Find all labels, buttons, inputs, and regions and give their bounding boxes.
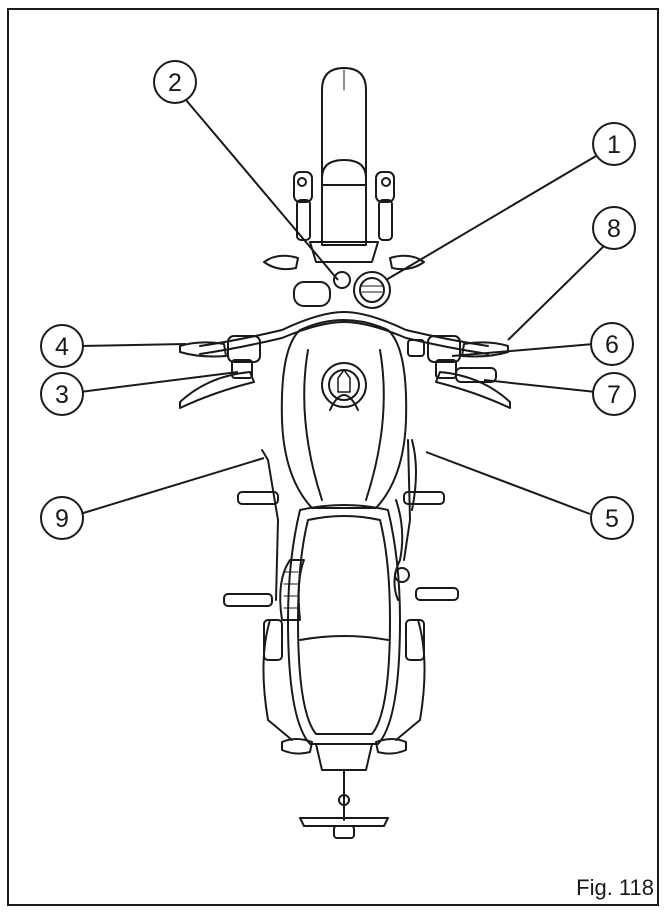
- callout-8-label: 8: [607, 215, 621, 243]
- callout-3-circle: [40, 372, 84, 416]
- callout-1-circle: [592, 122, 636, 166]
- right-controls: [407, 335, 511, 409]
- callout-3-label: 3: [55, 381, 69, 409]
- callout-5-label: 5: [605, 505, 619, 533]
- figure-caption: Fig. 118: [576, 875, 654, 900]
- callout-9-label: 9: [55, 505, 69, 533]
- callout-2-circle: [153, 60, 197, 104]
- rear-frame: [262, 619, 426, 771]
- fuel-tank: [280, 319, 417, 511]
- callout-6-circle: [590, 322, 634, 366]
- callout-circles: [40, 60, 636, 540]
- callout-leaders: [79, 99, 607, 515]
- figure-frame: [7, 8, 659, 906]
- callout-9-circle: [40, 496, 84, 540]
- instrument-cluster: [293, 271, 391, 309]
- callout-7-circle: [592, 372, 636, 416]
- callout-8-circle: [592, 206, 636, 250]
- rear-indicators: [281, 738, 407, 755]
- footpegs: [223, 439, 459, 607]
- rear-plate: [299, 769, 389, 839]
- seat: [287, 504, 401, 745]
- front-indicators: [263, 241, 425, 271]
- callout-1-label: 1: [607, 131, 621, 159]
- callout-2-label: 2: [168, 69, 182, 97]
- handlebar: [199, 311, 489, 355]
- callout-7-label: 7: [607, 381, 621, 409]
- callout-5-circle: [590, 496, 634, 540]
- callout-4-circle: [40, 324, 84, 368]
- callout-4-label: 4: [55, 333, 69, 361]
- left-controls: [179, 335, 261, 409]
- front-fork: [293, 171, 395, 241]
- front-wheel: [321, 67, 367, 246]
- callout-6-label: 6: [605, 331, 619, 359]
